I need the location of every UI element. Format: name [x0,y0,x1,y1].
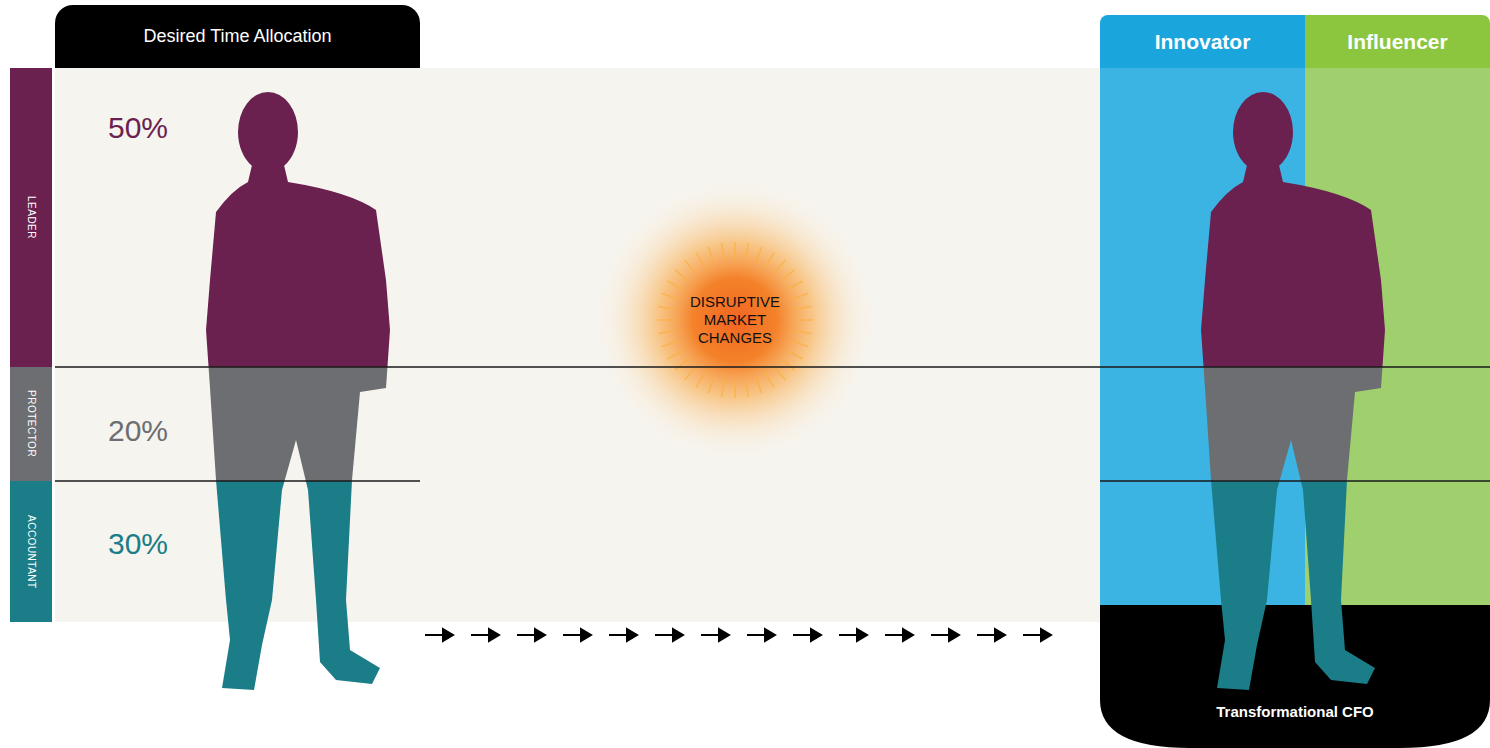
column-header: Innovator [1100,15,1305,68]
node-text: Desired Time Allocation [143,26,331,48]
node-text: Transformational CFO [1216,703,1374,721]
node-text: Influencer [1347,29,1447,54]
role-band: ACCOUNTANT [10,481,52,622]
influencer-column [1305,60,1490,622]
percentage-label: 30% [108,529,168,559]
role-band: LEADER [10,68,52,367]
innovator-column [1100,60,1305,622]
node-text: ACCOUNTANT [25,515,37,589]
person-silhouette [200,0,400,748]
column-header: Influencer [1305,15,1490,68]
person-silhouette [1195,0,1395,748]
node-text: LEADER [25,196,37,239]
node-text: Innovator [1155,29,1251,54]
burst-circle: DISRUPTIVE MARKET CHANGES [595,180,875,460]
background-panel [55,68,1100,622]
percentage-label: 20% [108,416,168,446]
arrow-row [425,629,1051,641]
node-text: DISRUPTIVE MARKET CHANGES [685,293,785,347]
base-shape [1100,605,1490,748]
role-band: PROTECTOR [10,367,52,481]
node-text: PROTECTOR [25,390,37,457]
title-base: Transformational CFO [1100,605,1490,748]
divider-lines [55,367,1490,481]
percentage-label: 50% [108,113,168,143]
header-tab: Desired Time Allocation [55,5,420,68]
